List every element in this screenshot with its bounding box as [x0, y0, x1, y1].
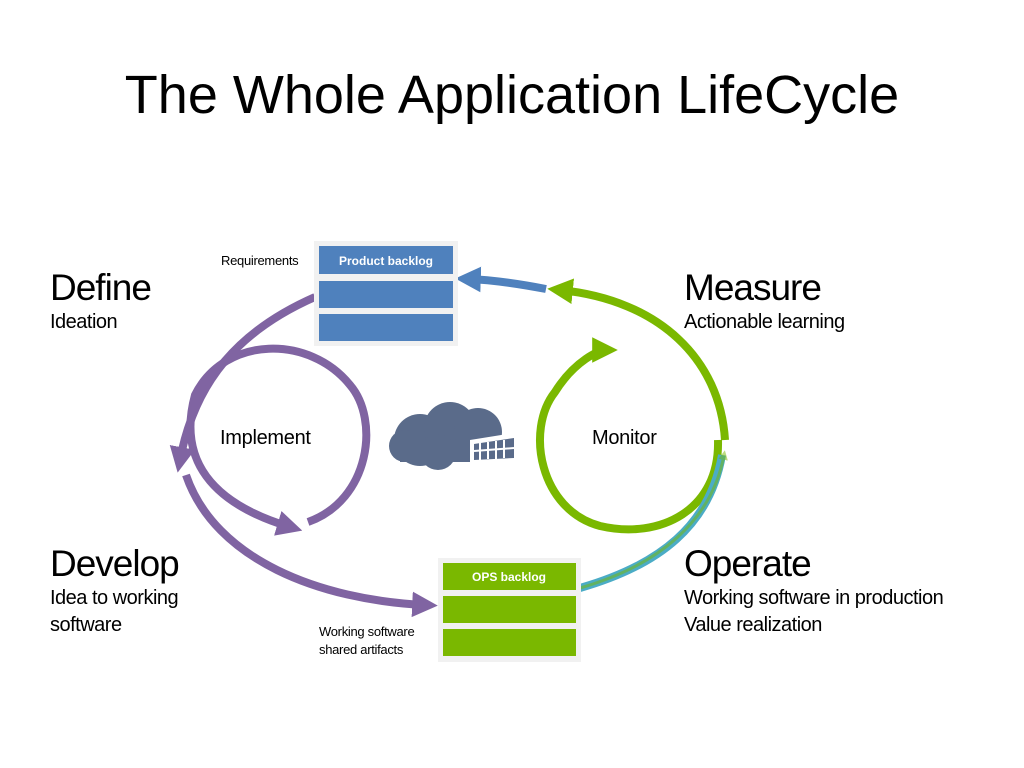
page-title: The Whole Application LifeCycle	[124, 65, 900, 125]
phase-operate-desc-line1: Working software in production	[684, 587, 944, 609]
cloud-datacenter-icon	[389, 402, 520, 470]
phase-develop-title: Develop	[50, 543, 180, 584]
product-backlog	[314, 241, 458, 346]
implement-loop	[186, 344, 371, 536]
monitor-label: Monitor	[592, 427, 657, 449]
operate-green-tip	[579, 450, 728, 590]
phase-develop-desc-line1: Idea to working	[50, 587, 179, 609]
ops-backlog	[438, 558, 581, 662]
phase-measure-desc: Actionable learning	[684, 311, 845, 333]
phase-operate-desc-line2: Value realization	[684, 614, 822, 636]
working-software-note-line1: Working software	[319, 624, 415, 639]
phase-develop-desc-line2: software	[50, 614, 122, 636]
measure-arrow	[547, 278, 729, 441]
requirements-note: Requirements	[221, 253, 299, 268]
develop-arrow	[182, 473, 438, 618]
working-software-note-line2: shared artifacts	[319, 642, 404, 657]
phase-define-title: Define	[50, 267, 152, 308]
monitor-loop	[536, 337, 723, 534]
ops-backlog-label: OPS backlog	[472, 570, 546, 584]
phase-operate-title: Operate	[684, 543, 812, 584]
feedback-arrow	[455, 266, 547, 293]
product-backlog-label: Product backlog	[339, 254, 433, 268]
phase-define-desc: Ideation	[50, 311, 118, 333]
implement-label: Implement	[220, 427, 311, 449]
phase-measure-title: Measure	[684, 267, 822, 308]
